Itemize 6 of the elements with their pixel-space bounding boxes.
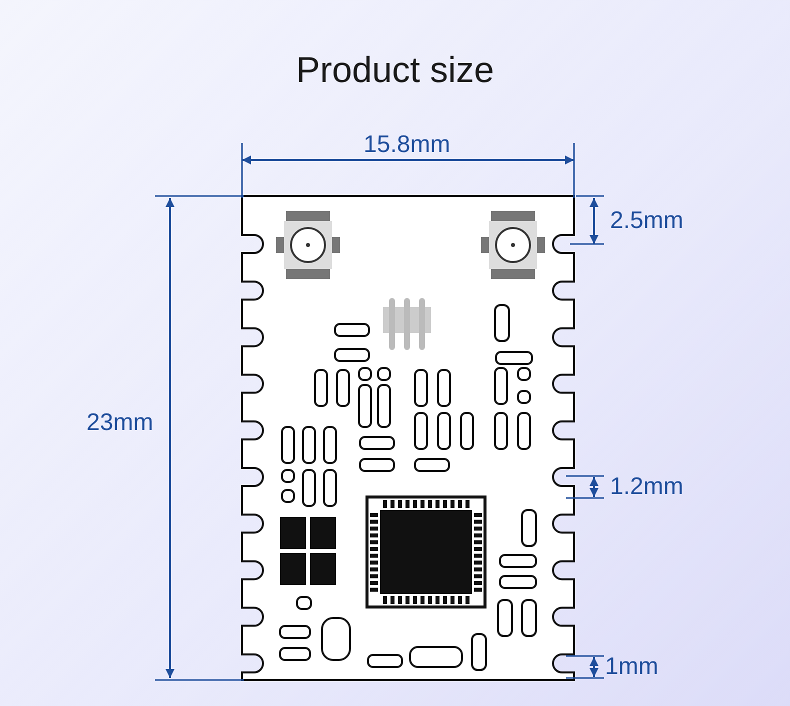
dimension-label: 1mm — [605, 655, 658, 679]
dimension-label: 23mm — [86, 411, 154, 435]
dimension-label: 2.5mm — [610, 209, 684, 233]
diagram-title: Product size — [294, 52, 496, 88]
dimension-label: 15.8mm — [364, 133, 450, 157]
dimension-label: 1.2mm — [610, 475, 684, 499]
